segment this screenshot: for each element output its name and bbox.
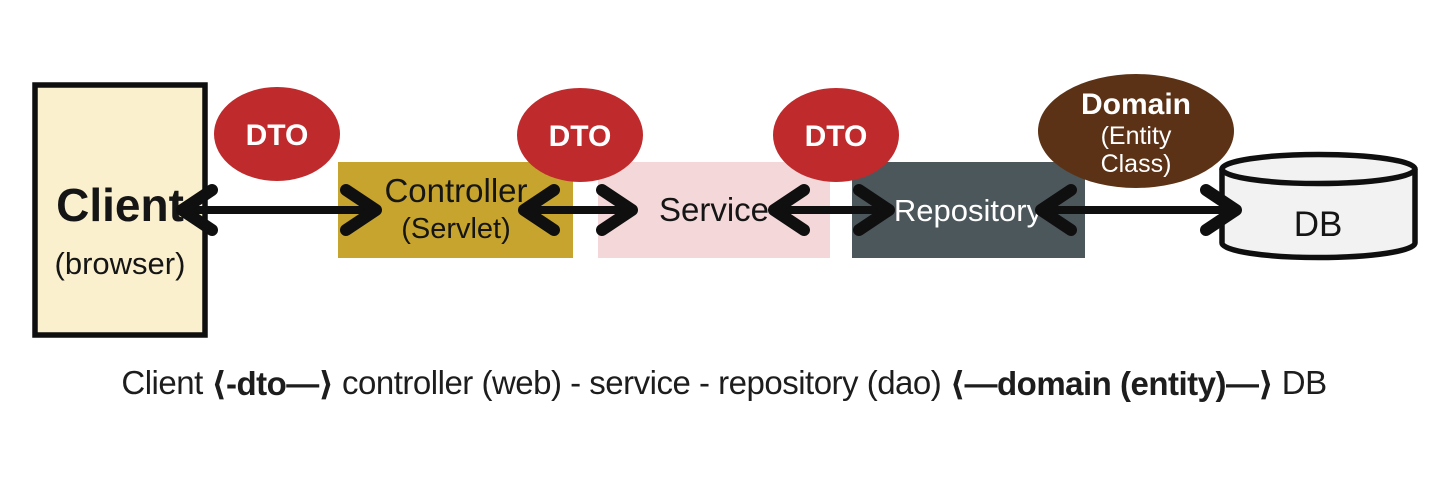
domain-sublabel-1: (Entity: [1101, 122, 1172, 150]
dto-ellipse: [214, 87, 340, 181]
client-sublabel: (browser): [55, 246, 186, 281]
domain-label: Domain: [1081, 88, 1191, 121]
arrow-left-head: [518, 184, 560, 236]
caption: Client ⟨-dto—⟩ controller (web) - servic…: [0, 360, 1448, 406]
arrow-right-head: [340, 184, 382, 236]
caption-segment-dto: ⟨-dto—⟩: [211, 364, 334, 402]
client-label: Client: [56, 179, 184, 231]
service-label: Service: [659, 191, 769, 228]
db-node: DB: [1219, 151, 1418, 261]
arrow-client-controller: [176, 184, 382, 236]
dto-badge-3: DTO: [773, 88, 899, 182]
domain-ellipse: [1038, 74, 1234, 188]
dto-badge-2: DTO: [517, 88, 643, 182]
dto-badge-1: DTO: [214, 87, 340, 181]
arrow-left-head: [176, 184, 218, 236]
dto-label: DTO: [246, 119, 309, 152]
arrow-controller-service: [518, 184, 638, 236]
arrow-left-head: [1035, 184, 1077, 236]
caption-segment: Client: [121, 364, 212, 401]
repository-node: Repository: [852, 162, 1085, 258]
db-label: DB: [1294, 205, 1343, 244]
arrow-repository-db: [1035, 184, 1242, 236]
domain-sublabel-2: Class): [1101, 150, 1172, 178]
dto-ellipse: [517, 88, 643, 182]
db-cylinder-body: [1219, 169, 1418, 261]
controller-sublabel: (Servlet): [401, 213, 511, 245]
dto-label: DTO: [549, 120, 612, 153]
domain-badge: Domain (Entity Class): [1038, 74, 1234, 188]
arrow-service-repository: [768, 184, 895, 236]
dto-ellipse: [773, 88, 899, 182]
repository-label: Repository: [894, 193, 1043, 228]
dto-label: DTO: [805, 120, 868, 153]
caption-segment-domain: ⟨—domain (entity)—⟩: [949, 364, 1274, 402]
caption-segment: controller (web) - service - repository …: [333, 364, 950, 401]
arrow-right-head: [596, 184, 638, 236]
arrow-right-head: [1200, 184, 1242, 236]
db-cylinder-top: [1219, 151, 1418, 187]
arrow-left-head: [768, 184, 810, 236]
controller-label: Controller: [384, 172, 527, 209]
arrow-right-head: [853, 184, 895, 236]
caption-segment: DB: [1273, 364, 1327, 401]
